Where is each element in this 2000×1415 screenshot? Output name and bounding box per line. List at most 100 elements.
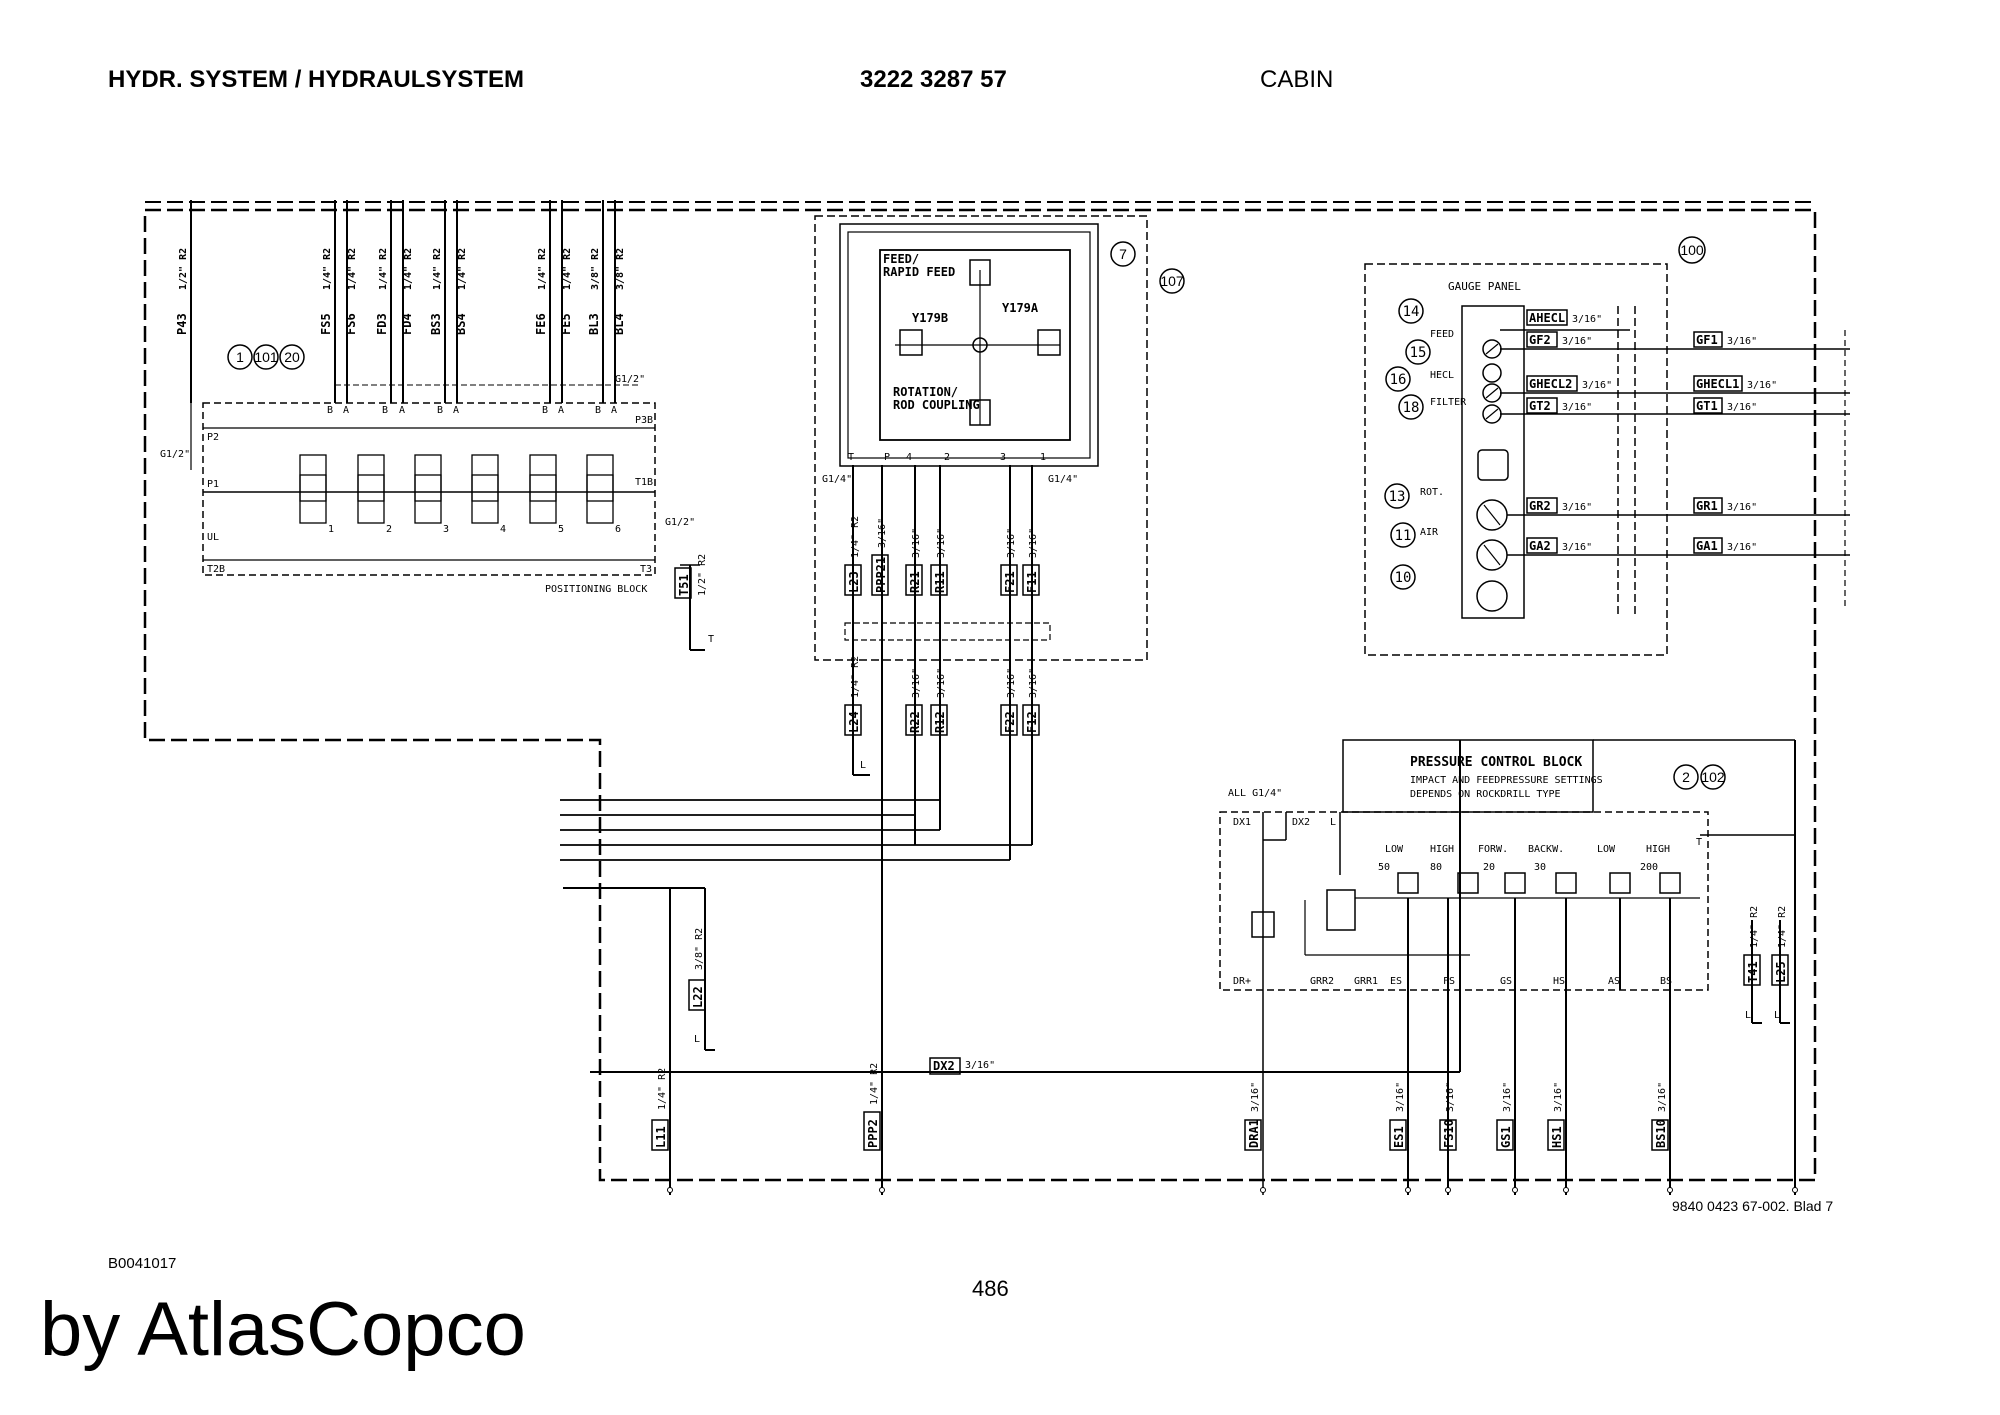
document-number: 3222 3287 57	[860, 66, 1007, 93]
port-grr1: GRR1	[1354, 976, 1378, 987]
size-gf1: 3/16"	[1727, 336, 1757, 347]
tag-bl3: BL3	[587, 313, 601, 335]
l22-end: L	[694, 1034, 700, 1045]
tag-fe5: FE5	[559, 313, 573, 335]
tag-bs3: BS3	[429, 313, 443, 335]
joy-port-3: 3	[1000, 452, 1006, 463]
size-gf2: 3/16"	[1562, 336, 1592, 347]
page-number: 486	[972, 1276, 1009, 1301]
size-ga2: 3/16"	[1562, 542, 1592, 553]
size-t41: 1/4" R2	[1749, 906, 1760, 948]
gauge-10: 10	[1395, 570, 1412, 586]
tag-fs5: FS5	[319, 313, 333, 335]
tag-l22: L22	[691, 986, 705, 1008]
port-t: T	[1696, 837, 1702, 848]
joy-port-1: 1	[1040, 452, 1046, 463]
gauge-label-hecl: HECL	[1430, 370, 1454, 381]
port-p2: P2	[207, 432, 219, 443]
port-grr2: GRR2	[1310, 976, 1334, 987]
drawing-reference: 9840 0423 67-002. Blad 7	[1672, 1198, 1834, 1214]
ref-7: 7	[1119, 246, 1127, 262]
gauge-16: 16	[1390, 372, 1407, 388]
tag-bs4: BS4	[454, 313, 468, 335]
valve-2: 2	[386, 524, 392, 535]
gauge-11: 11	[1395, 528, 1412, 544]
size-bs4: 1/4" R2	[457, 248, 468, 290]
tag-gs1: GS1	[1499, 1126, 1513, 1148]
tag-gr2: GR2	[1529, 499, 1551, 513]
port-b-4: B	[542, 405, 548, 416]
port-bs: BS	[1660, 976, 1672, 987]
gauge-18: 18	[1403, 400, 1420, 416]
port-a-4: A	[558, 405, 564, 416]
joy-port-t: T	[848, 452, 854, 463]
size-bs3: 1/4" R2	[432, 248, 443, 290]
joy-port-2: 2	[944, 452, 950, 463]
setting-value-20: 20	[1483, 862, 1495, 873]
joy-l-end: L	[860, 760, 866, 771]
tag-es1: ES1	[1392, 1126, 1406, 1148]
tag-fs6: FS6	[344, 313, 358, 335]
tag-bl4: BL4	[612, 313, 626, 335]
port-a-1: A	[343, 405, 349, 416]
port-size-left: G1/2"	[160, 449, 190, 460]
tag-gf1: GF1	[1696, 333, 1718, 347]
tag-gf2: GF2	[1529, 333, 1551, 347]
size-f21: 3/16"	[1006, 528, 1017, 558]
tag-l11: L11	[654, 1126, 668, 1148]
size-r21: 3/16"	[911, 528, 922, 558]
tag-gr1: GR1	[1696, 499, 1718, 513]
port-dx1: DX1	[1233, 817, 1251, 828]
ref-100: 100	[1680, 242, 1704, 258]
size-dra1: 3/16"	[1250, 1082, 1261, 1112]
joystick-outer-frame	[814, 215, 1148, 661]
gauge-panel-outer-frame	[1364, 263, 1668, 656]
ref-107: 107	[1160, 273, 1184, 289]
tag-ppp21: PPP21	[874, 557, 888, 593]
size-ga1: 3/16"	[1727, 542, 1757, 553]
label-y179b: Y179B	[912, 311, 948, 325]
label-feed: FEED/	[883, 252, 919, 266]
tag-p43: P43	[175, 313, 189, 335]
size-fs5: 1/4" R2	[322, 248, 333, 290]
size-gr1: 3/16"	[1727, 502, 1757, 513]
size-r11: 3/16"	[936, 528, 947, 558]
size-gs1: 3/16"	[1502, 1082, 1513, 1112]
port-dx2: DX2	[1292, 817, 1310, 828]
ref-1: 1	[236, 349, 244, 365]
label-rapid-feed: RAPID FEED	[883, 265, 955, 279]
port-hs: HS	[1553, 976, 1565, 987]
port-fs: FS	[1443, 976, 1455, 987]
gauge-label-feed: FEED	[1430, 329, 1454, 340]
port-a-3: A	[453, 405, 459, 416]
size-fd3: 1/4" R2	[378, 248, 389, 290]
size-l24: 1/4" R2	[850, 656, 861, 698]
size-bl3: 3/8" R2	[590, 248, 601, 290]
setting-label-low: LOW	[1385, 844, 1404, 855]
size-f12: 3/16"	[1028, 668, 1039, 698]
port-t3: T3	[640, 564, 652, 575]
label-rod-coupling: ROD COUPLING	[893, 398, 980, 412]
tag-ppp2: PPP2	[866, 1119, 880, 1148]
watermark: by AtlasCopco	[40, 1287, 526, 1372]
pressure-l-end-2: L	[1774, 1010, 1780, 1021]
cabin-boundary	[143, 208, 1817, 1182]
joy-port-size-right: G1/4"	[1048, 474, 1078, 485]
tag-gt1: GT1	[1696, 399, 1718, 413]
joystick-frame	[839, 223, 1099, 467]
gauge-label-air: AIR	[1420, 527, 1439, 538]
port-b-5: B	[595, 405, 601, 416]
size-hs1: 3/16"	[1553, 1082, 1564, 1112]
port-es: ES	[1390, 976, 1402, 987]
tag-ga1: GA1	[1696, 539, 1718, 553]
port-a-5: A	[611, 405, 617, 416]
valve-5: 5	[558, 524, 564, 535]
port-size-top: G1/2"	[615, 374, 645, 385]
port-dr: DR+	[1233, 976, 1251, 987]
size-t51: 1/2" R2	[697, 554, 708, 596]
port-gs: GS	[1500, 976, 1512, 987]
size-gr2: 3/16"	[1562, 502, 1592, 513]
size-ghecl2: 3/16"	[1582, 380, 1612, 391]
port-p1: P1	[207, 479, 219, 490]
tag-ga2: GA2	[1529, 539, 1551, 553]
